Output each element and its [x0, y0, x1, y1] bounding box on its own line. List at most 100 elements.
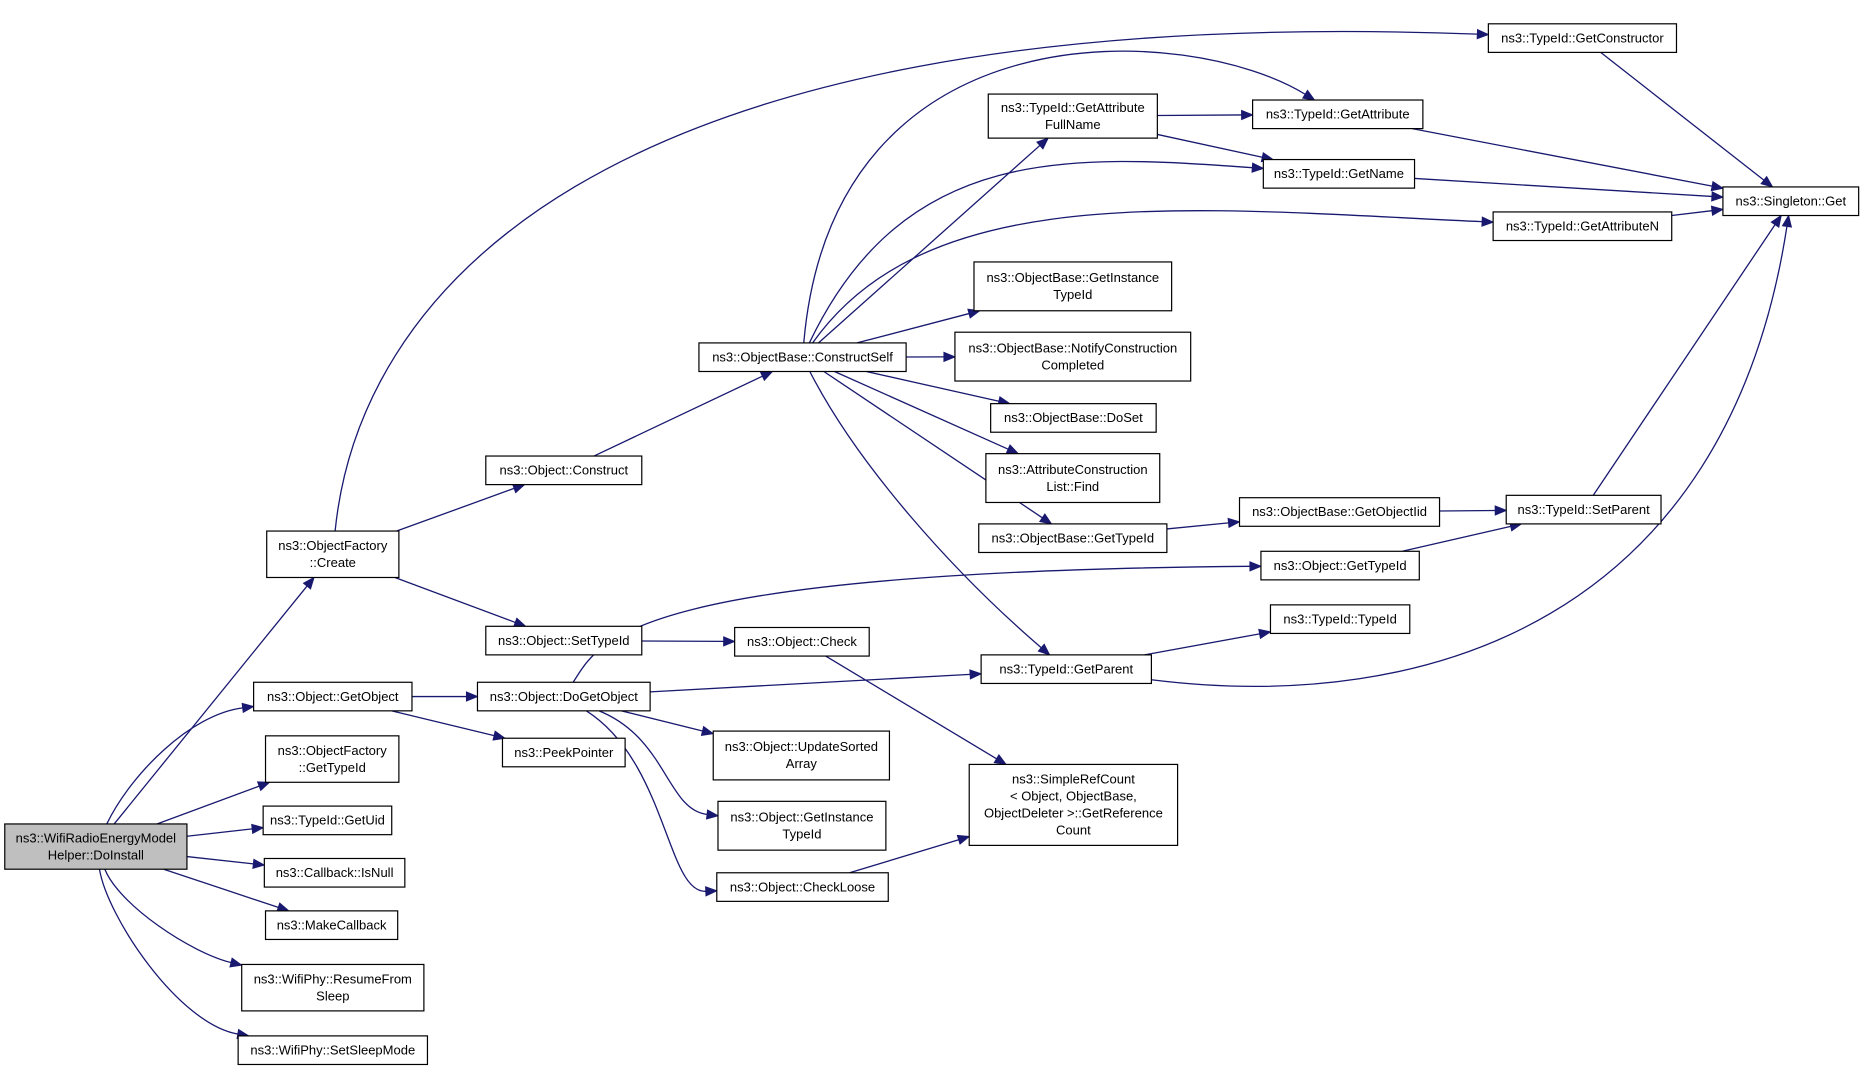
edge-obj-construct-to-ob-constructself — [593, 370, 774, 457]
edge-tid-getparent-to-singleton-get — [1151, 214, 1793, 688]
edge-arrowhead — [943, 351, 957, 363]
edge-arrowhead — [1710, 180, 1725, 192]
node-label-line: Count — [1056, 823, 1091, 838]
edge-arrowhead — [705, 886, 719, 897]
node-label-line: ns3::WifiRadioEnergyModel — [16, 830, 177, 845]
edge-doinstall-to-tid-getuid — [186, 823, 265, 837]
node-box — [241, 963, 425, 1012]
node-doinstall[interactable]: ns3::WifiRadioEnergyModelHelper::DoInsta… — [4, 823, 188, 870]
edge-line — [186, 855, 254, 865]
edge-obj-dogetobject-to-tid-getparent — [650, 669, 983, 693]
edge-arrowhead — [252, 858, 266, 870]
node-tid-typeid[interactable]: ns3::TypeId::TypeId — [1269, 604, 1411, 635]
edges-layer — [98, 28, 1793, 1040]
edge-arrowhead — [1770, 214, 1782, 228]
node-box — [1238, 497, 1441, 527]
node-tid-getattribute[interactable]: ns3::TypeId::GetAttribute — [1252, 99, 1424, 130]
node-label-line: ns3::ObjectBase::GetObjectIid — [1252, 504, 1427, 519]
edge-arrowhead — [1038, 513, 1053, 525]
edge-ob-constructself-to-tid-getattributen — [812, 210, 1495, 344]
edge-line — [1600, 51, 1765, 181]
edge-doinstall-to-of-gettypeid — [156, 781, 271, 825]
node-obj-construct[interactable]: ns3::Object::Construct — [485, 455, 643, 486]
edge-line — [593, 375, 763, 457]
edge-of-create-to-obj-construct — [396, 483, 526, 532]
edge-tid-getparent-to-tid-typeid — [1144, 628, 1272, 656]
node-ob-doset[interactable]: ns3::ObjectBase::DoSet — [990, 403, 1157, 433]
edge-arrowhead — [700, 725, 715, 736]
node-tid-getconstructor[interactable]: ns3::TypeId::GetConstructor — [1487, 23, 1678, 53]
node-of-gettypeid[interactable]: ns3::ObjectFactory::GetTypeId — [264, 735, 400, 783]
edge-arrowhead — [1711, 191, 1725, 202]
node-box — [266, 530, 400, 579]
node-label-line: ns3::TypeId::SetParent — [1517, 502, 1650, 517]
node-obj-gettypeid[interactable]: ns3::Object::GetTypeId — [1260, 550, 1420, 581]
edge-line — [812, 210, 1483, 344]
edge-line — [1671, 210, 1713, 217]
node-box — [698, 342, 907, 373]
node-box — [717, 800, 887, 851]
edge-tid-getattribute-to-singleton-get — [1412, 127, 1725, 192]
node-label-line: ns3::Object::GetObject — [267, 689, 399, 704]
node-ob-gettypeid[interactable]: ns3::ObjectBase::GetTypeId — [978, 523, 1168, 554]
node-tid-getname[interactable]: ns3::TypeId::GetName — [1262, 158, 1416, 189]
node-tid-getattributen[interactable]: ns3::TypeId::GetAttributeN — [1492, 211, 1673, 242]
node-label-line: ::GetTypeId — [299, 760, 366, 775]
edge-tid-getconstructor-to-singleton-get — [1600, 51, 1774, 188]
node-box — [1492, 211, 1673, 242]
node-obj-check[interactable]: ns3::Object::Check — [734, 626, 870, 657]
edge-arrowhead — [1476, 28, 1490, 40]
node-label-line: ns3::Object::DoGetObject — [490, 689, 639, 704]
node-box — [1252, 99, 1424, 130]
edge-obj-check-to-simplerefcount — [825, 655, 1008, 766]
node-box — [973, 261, 1173, 312]
node-singleton-get[interactable]: ns3::Singleton::Get — [1722, 186, 1860, 217]
edge-arrowhead — [251, 823, 265, 835]
node-label-line: ns3::ObjectBase::DoSet — [1004, 410, 1143, 425]
edge-line — [1166, 522, 1229, 530]
node-tid-getparent[interactable]: ns3::TypeId::GetParent — [980, 654, 1152, 685]
node-label-line: ns3::WifiPhy::SetSleepMode — [250, 1042, 415, 1057]
node-box — [485, 625, 643, 656]
node-ob-notify[interactable]: ns3::ObjectBase::NotifyConstructionCompl… — [954, 331, 1192, 382]
node-tid-setparent[interactable]: ns3::TypeId::SetParent — [1505, 494, 1662, 525]
node-box — [262, 805, 393, 836]
node-cb-isnull[interactable]: ns3::Callback::IsNull — [263, 857, 406, 888]
edge-line — [1592, 224, 1776, 496]
node-of-create[interactable]: ns3::ObjectFactory::Create — [266, 530, 400, 579]
node-label-line: ObjectDeleter >::GetReference — [984, 806, 1163, 821]
node-tid-getuid[interactable]: ns3::TypeId::GetUid — [262, 805, 393, 836]
edge-line — [113, 585, 308, 825]
edge-arrowhead — [1005, 444, 1020, 455]
node-peekpointer[interactable]: ns3::PeekPointer — [501, 737, 626, 768]
node-ob-getobjectiid[interactable]: ns3::ObjectBase::GetObjectIid — [1238, 497, 1441, 527]
node-label-line: ns3::TypeId::GetConstructor — [1501, 30, 1664, 45]
node-obj-dogetobject[interactable]: ns3::Object::DoGetObject — [476, 681, 651, 712]
edge-arrowhead — [1301, 89, 1316, 101]
node-label-line: ns3::MakeCallback — [277, 917, 387, 932]
edge-arrowhead — [1781, 214, 1793, 228]
node-makecallback[interactable]: ns3::MakeCallback — [264, 910, 399, 941]
node-label-line: FullName — [1045, 117, 1101, 132]
node-simplerefcount[interactable]: ns3::SimpleRefCount< Object, ObjectBase,… — [968, 763, 1179, 846]
node-label-line: ns3::TypeId::GetAttributeN — [1506, 218, 1659, 233]
node-box — [734, 626, 870, 657]
node-box — [264, 910, 399, 941]
node-label-line: ns3::Singleton::Get — [1736, 193, 1847, 208]
node-wp-setsleep[interactable]: ns3::WifiPhy::SetSleepMode — [237, 1035, 429, 1066]
edge-line — [1157, 114, 1242, 117]
node-obj-checkloose[interactable]: ns3::Object::CheckLoose — [716, 872, 889, 902]
node-ob-constructself[interactable]: ns3::ObjectBase::ConstructSelf — [698, 342, 907, 373]
node-obj-settypeid[interactable]: ns3::Object::SetTypeId — [485, 625, 643, 656]
node-obj-getobject[interactable]: ns3::Object::GetObject — [253, 681, 413, 712]
edge-ob-gettypeid-to-ob-getobjectiid — [1166, 517, 1241, 530]
node-box — [501, 737, 626, 768]
node-box — [712, 730, 891, 781]
edge-line — [825, 655, 997, 760]
